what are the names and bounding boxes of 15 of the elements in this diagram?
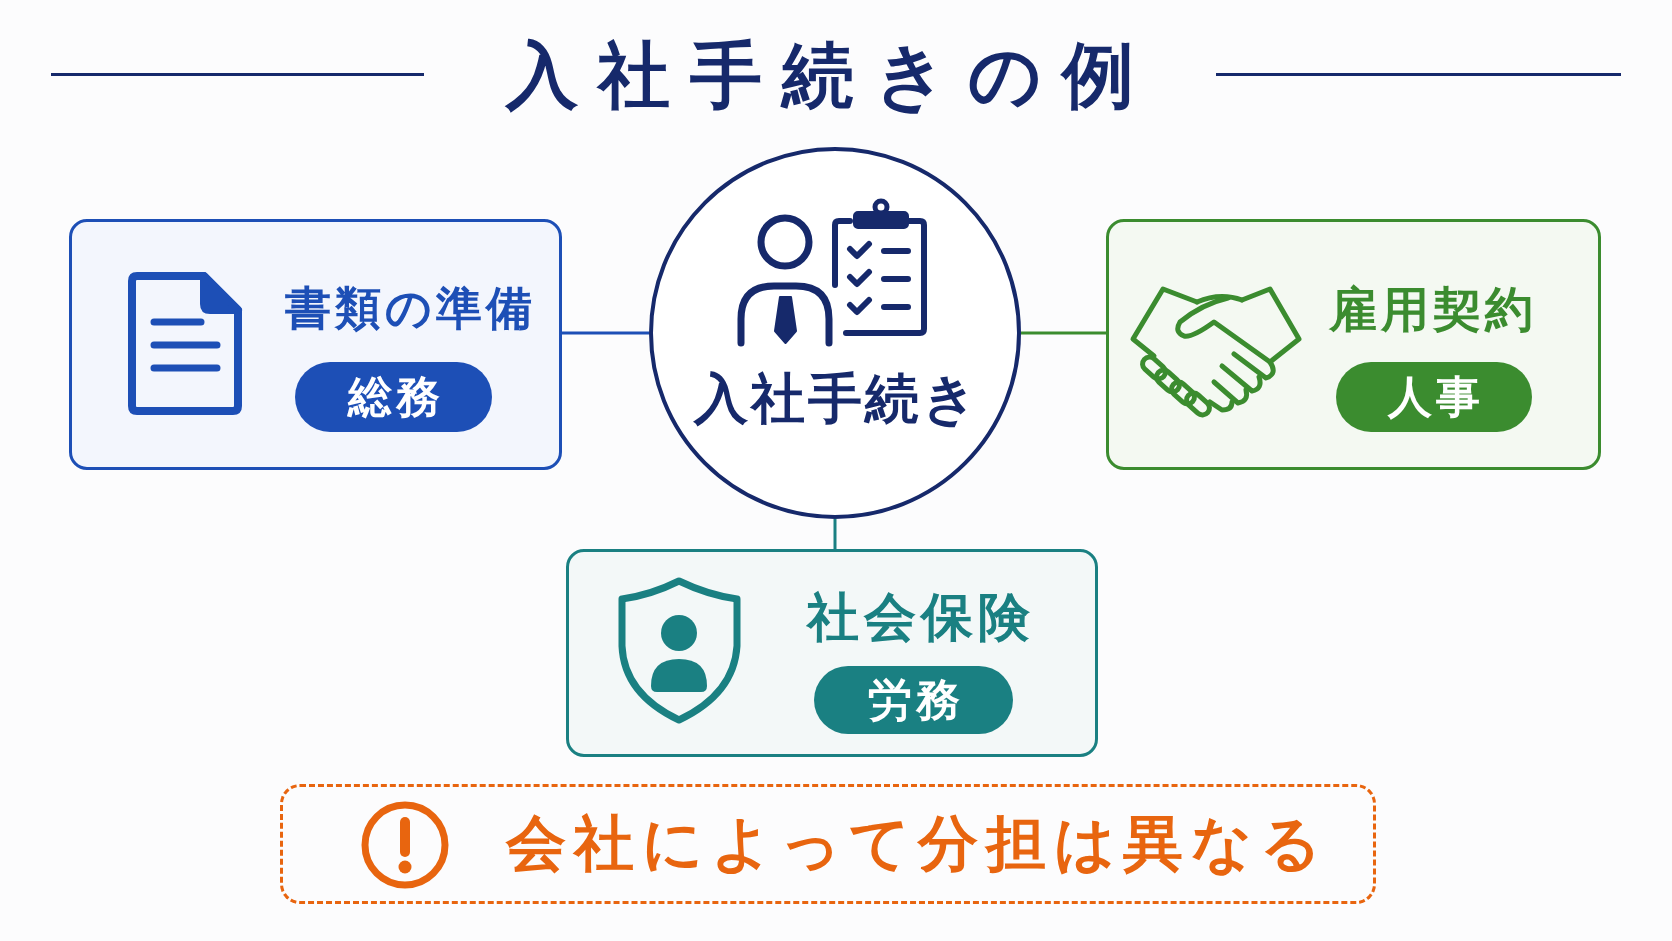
connector-line (562, 331, 649, 335)
department-tag: 人事 (1336, 362, 1532, 432)
department-tag: 総務 (295, 362, 492, 432)
connector-line (833, 519, 837, 549)
card-heading: 社会保険 (805, 586, 1035, 649)
connector-line (1021, 331, 1106, 335)
card-heading: 書類の準備 (283, 281, 536, 337)
title: 入社手続きの例 (504, 34, 1154, 117)
task-card (566, 549, 1098, 757)
note-text: 会社によって分担は異なる (504, 807, 1329, 879)
note-box (280, 784, 1376, 904)
task-card (69, 219, 562, 470)
card-heading: 雇用契約 (1328, 281, 1537, 339)
department-tag: 労務 (814, 666, 1013, 734)
circle-label: 入社手続き (692, 367, 980, 432)
